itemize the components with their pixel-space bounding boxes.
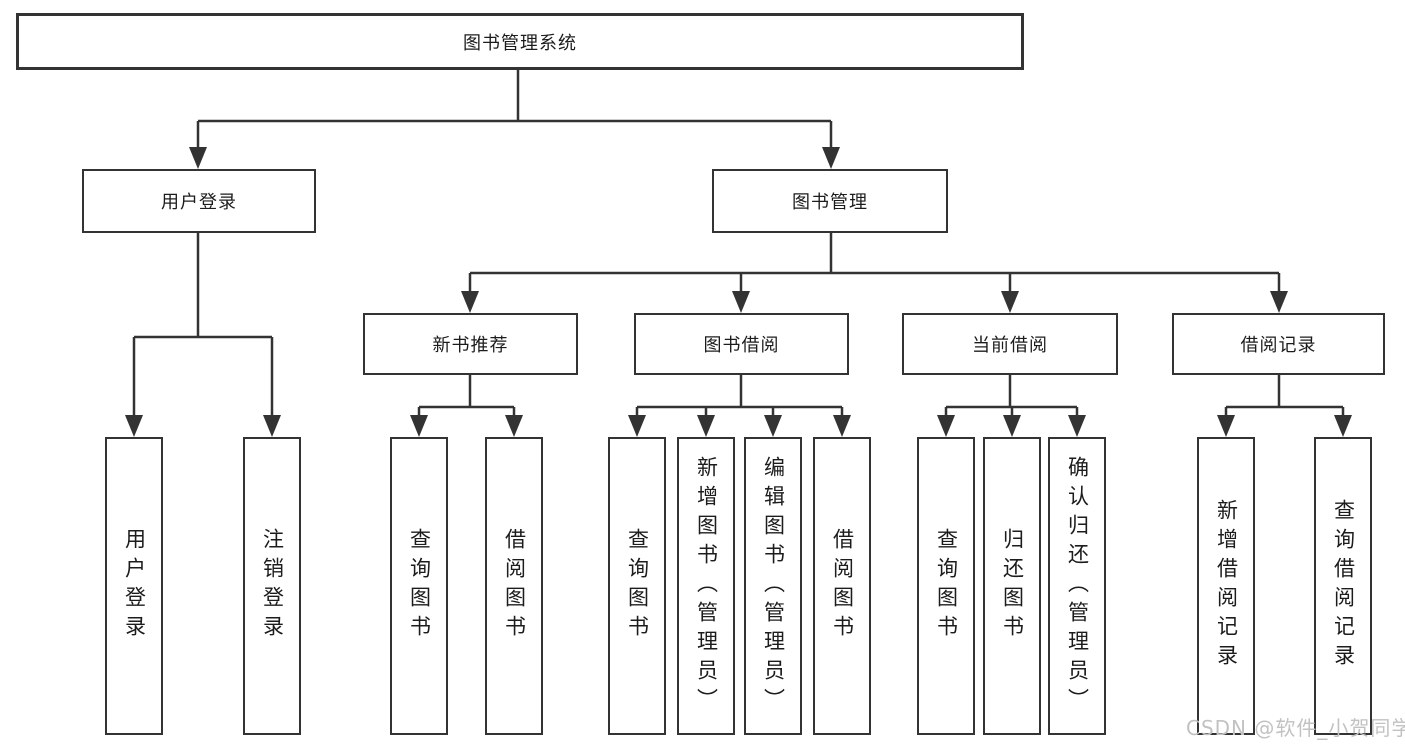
node-user-login: 用户登录 — [82, 169, 316, 233]
node-new-book-recommend: 新书推荐 — [363, 313, 578, 375]
connector-book-borrowing-arrowheads — [628, 415, 851, 437]
arrowhead-down-icon — [461, 291, 479, 313]
leaf-add-books-admin-label: 新增图书（管理员） — [694, 455, 719, 717]
connector-book-borrowing — [635, 375, 844, 417]
node-borrowing-records-label: 借阅记录 — [1240, 335, 1317, 356]
arrowhead-down-icon — [937, 415, 955, 437]
node-book-borrowing: 图书借阅 — [634, 313, 849, 375]
connector-user-login — [132, 233, 274, 417]
connector-new-book-recommend-arrowheads — [410, 415, 523, 437]
node-book-management: 图书管理 — [712, 169, 948, 233]
connector-user-login-arrowheads — [125, 415, 281, 437]
arrowhead-down-icon — [764, 415, 782, 437]
node-root-label: 图书管理系统 — [463, 32, 577, 54]
connector-book-management — [468, 233, 1281, 294]
arrowhead-down-icon — [732, 291, 750, 313]
node-borrowing-records: 借阅记录 — [1172, 313, 1385, 375]
node-book-borrowing-label: 图书借阅 — [703, 335, 780, 356]
arrowhead-down-icon — [505, 415, 523, 437]
arrowhead-down-icon — [833, 415, 851, 437]
arrowhead-down-icon — [1001, 291, 1019, 313]
leaf-add-borrow-record: 新增借阅记录 — [1197, 437, 1255, 735]
leaf-logout: 注销登录 — [243, 437, 301, 735]
connector-new-book-recommend — [417, 375, 516, 417]
arrowhead-down-icon — [1334, 415, 1352, 437]
arrowhead-down-icon — [263, 415, 281, 437]
leaf-borrow-books-recommend: 借阅图书 — [485, 437, 543, 735]
connector-current-borrowing — [944, 375, 1079, 417]
node-current-borrowing-label: 当前借阅 — [972, 335, 1048, 356]
connector-book-management-arrowheads — [461, 291, 1288, 313]
leaf-borrow-books-borrowing-label: 借阅图书 — [830, 528, 855, 644]
node-current-borrowing: 当前借阅 — [902, 313, 1118, 375]
leaf-return-books: 归还图书 — [983, 437, 1041, 735]
leaf-borrow-books-borrowing: 借阅图书 — [813, 437, 871, 735]
leaf-confirm-return-admin: 确认归还（管理员） — [1048, 437, 1106, 735]
node-root: 图书管理系统 — [16, 13, 1024, 70]
leaf-query-books-borrowing: 查询图书 — [608, 437, 666, 735]
arrowhead-down-icon — [1003, 415, 1021, 437]
leaf-add-books-admin: 新增图书（管理员） — [677, 437, 735, 735]
arrowhead-down-icon — [410, 415, 428, 437]
leaf-logout-label: 注销登录 — [260, 528, 285, 644]
arrowhead-down-icon — [189, 147, 207, 169]
connector-current-borrowing-arrowheads — [937, 415, 1086, 437]
leaf-query-books-recommend: 查询图书 — [390, 437, 448, 735]
connector-borrowing-records-arrowheads — [1217, 415, 1352, 437]
arrowhead-down-icon — [125, 415, 143, 437]
leaf-query-books-current: 查询图书 — [917, 437, 975, 735]
leaf-query-books-current-label: 查询图书 — [934, 528, 959, 644]
leaf-query-books-borrowing-label: 查询图书 — [625, 528, 650, 644]
arrowhead-down-icon — [1068, 415, 1086, 437]
leaf-return-books-label: 归还图书 — [1000, 528, 1025, 644]
leaf-confirm-return-admin-label: 确认归还（管理员） — [1065, 455, 1090, 717]
leaf-borrow-books-recommend-label: 借阅图书 — [502, 528, 527, 644]
node-new-book-recommend-label: 新书推荐 — [432, 335, 509, 356]
leaf-user-login: 用户登录 — [105, 437, 163, 735]
csdn-watermark: CSDN @软件_小贺同学 — [1186, 716, 1405, 740]
node-book-management-label: 图书管理 — [792, 192, 868, 213]
leaf-edit-books-admin: 编辑图书（管理员） — [744, 437, 802, 735]
arrowhead-down-icon — [697, 415, 715, 437]
connector-borrowing-records — [1224, 375, 1345, 417]
arrowhead-down-icon — [628, 415, 646, 437]
node-user-login-label: 用户登录 — [161, 192, 237, 213]
leaf-user-login-label: 用户登录 — [122, 528, 147, 644]
arrowhead-down-icon — [1217, 415, 1235, 437]
arrowhead-down-icon — [822, 147, 840, 169]
leaf-edit-books-admin-label: 编辑图书（管理员） — [761, 455, 786, 717]
connector-root-arrowheads — [189, 147, 840, 169]
leaf-query-borrow-record-label: 查询借阅记录 — [1331, 499, 1356, 673]
leaf-add-borrow-record-label: 新增借阅记录 — [1214, 499, 1239, 673]
leaf-query-borrow-record: 查询借阅记录 — [1314, 437, 1372, 735]
leaf-query-books-recommend-label: 查询图书 — [407, 528, 432, 644]
arrowhead-down-icon — [1270, 291, 1288, 313]
connector-root — [196, 70, 833, 150]
